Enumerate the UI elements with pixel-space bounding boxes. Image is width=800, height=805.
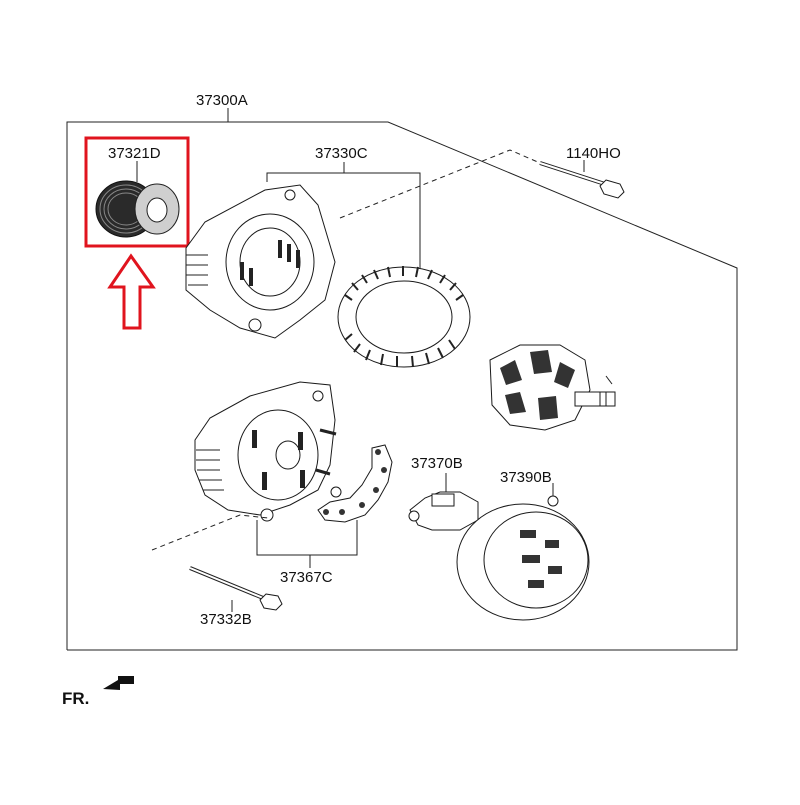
rectifier-label: 37367C: [280, 569, 333, 586]
assembly-label: 37300A: [196, 92, 248, 109]
rear-bolt-part: 37332B: [151, 514, 283, 628]
front-direction-indicator: FR.: [62, 676, 134, 708]
front-direction-label: FR.: [62, 689, 89, 708]
regulator-part: 37370B: [408, 455, 479, 531]
pulley-label: 37321D: [108, 145, 161, 162]
highlight-marker: [84, 136, 190, 330]
highlight-arrow: [107, 253, 156, 330]
rear-housing-part: [194, 381, 337, 522]
regulator-label: 37370B: [411, 455, 463, 472]
front-direction-arrow-icon: [103, 676, 134, 690]
rotor-part: [489, 344, 616, 431]
through-bolt-part: 1140HO: [339, 145, 625, 219]
pulley-part: 37321D: [95, 145, 180, 238]
through-bolt-label: 1140HO: [566, 145, 621, 162]
highlight-box: [84, 136, 190, 248]
rear-bolt-label: 37332B: [200, 611, 252, 628]
front-housing-part: 37330C: [185, 145, 421, 339]
rear-cover-part: 37390B: [456, 469, 590, 621]
rectifier-part: 37367C: [256, 444, 393, 586]
front-housing-label: 37330C: [315, 145, 368, 162]
stator-part: [337, 266, 471, 368]
assembly-frame: 37300A: [66, 92, 738, 651]
rear-cover-label: 37390B: [500, 469, 552, 486]
